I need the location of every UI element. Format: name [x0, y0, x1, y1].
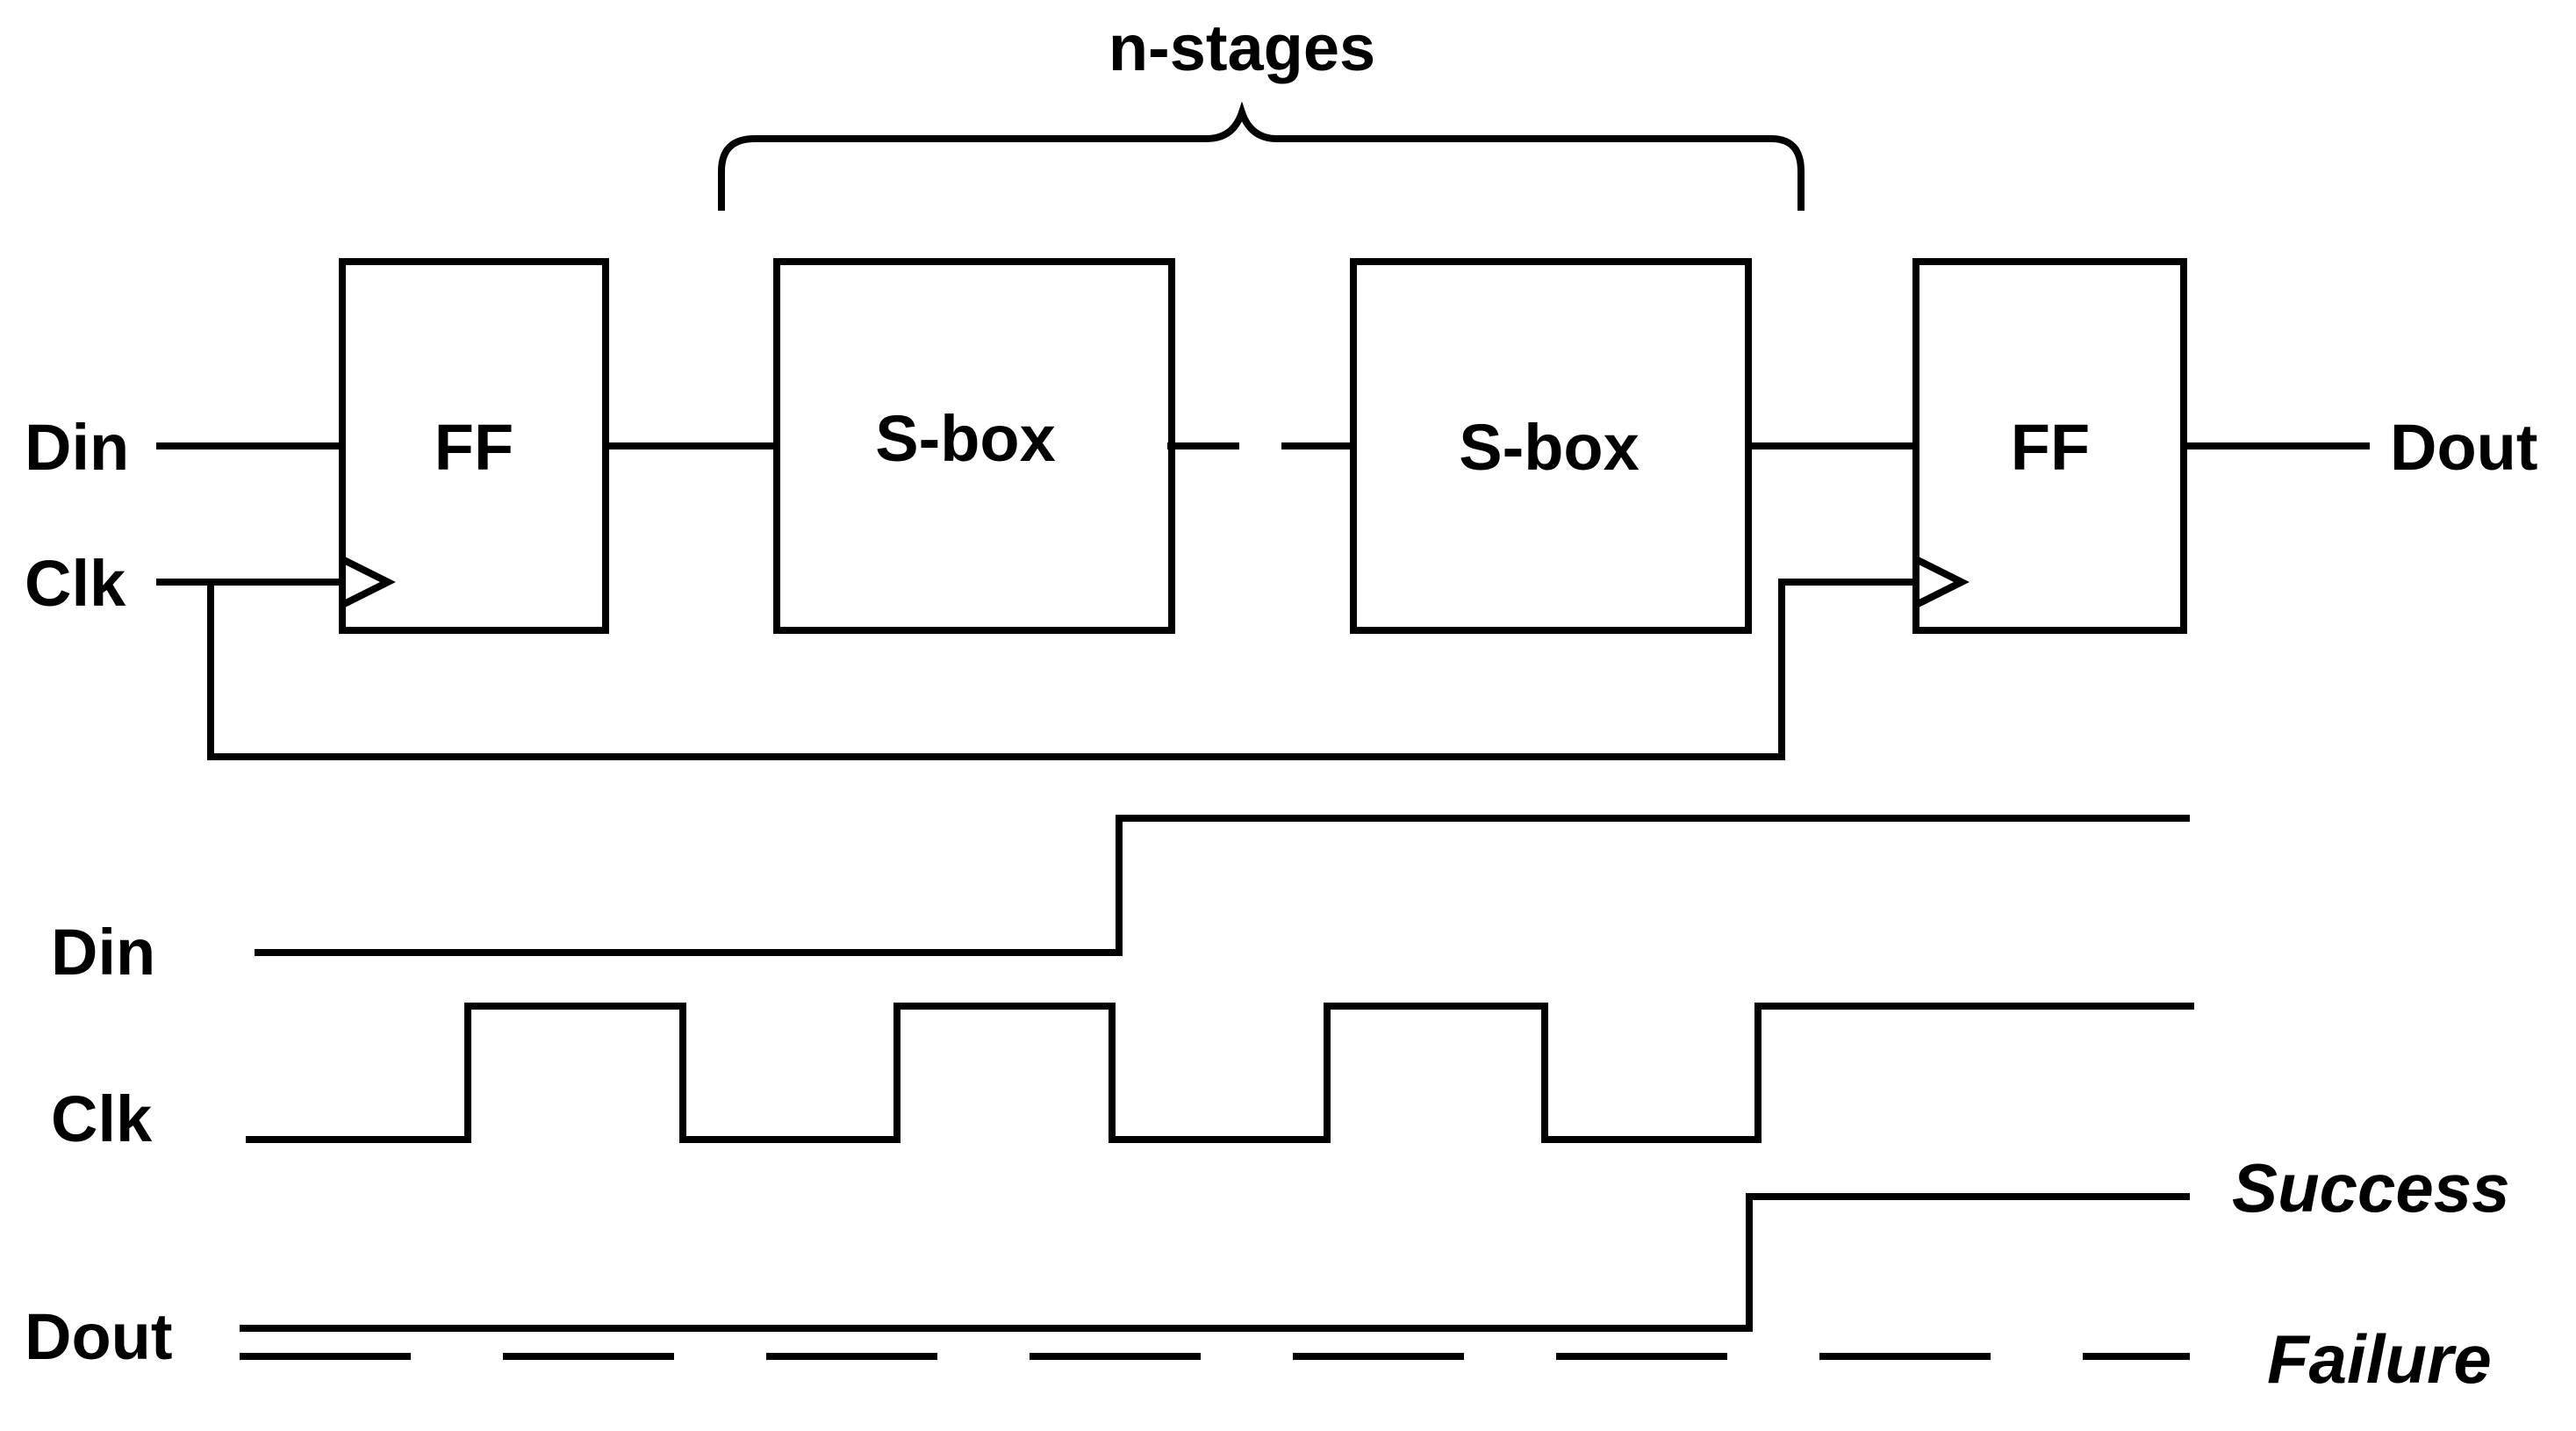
input-ff-label: FF	[434, 411, 513, 484]
sbox-last-label: S-box	[1459, 411, 1640, 484]
sbox-first-label: S-box	[875, 402, 1056, 475]
clock-feedback-wire	[207, 579, 1916, 760]
din-input-label: Din	[25, 411, 129, 484]
timing-dout-label: Dout	[25, 1300, 173, 1373]
timing-dout-success-waveform	[240, 1193, 2190, 1332]
failure-label: Failure	[2267, 1320, 2492, 1398]
dout-output-label: Dout	[2390, 411, 2538, 484]
n-stages-label: n-stages	[1109, 11, 1375, 84]
output-ff-label: FF	[2011, 411, 2090, 484]
clk-input-label: Clk	[25, 547, 126, 620]
timing-din-label: Din	[51, 916, 155, 989]
output-flip-flop	[1912, 258, 2187, 634]
n-stages-brace	[718, 101, 1805, 211]
success-label: Success	[2232, 1149, 2510, 1226]
timing-clk-label: Clk	[51, 1082, 153, 1155]
input-ff-clock-triangle	[341, 556, 396, 608]
timing-din-waveform	[255, 815, 2190, 956]
output-ff-clock-triangle	[1914, 556, 1970, 608]
sbox-first	[773, 258, 1175, 634]
timing-clk-waveform	[246, 1003, 2194, 1143]
